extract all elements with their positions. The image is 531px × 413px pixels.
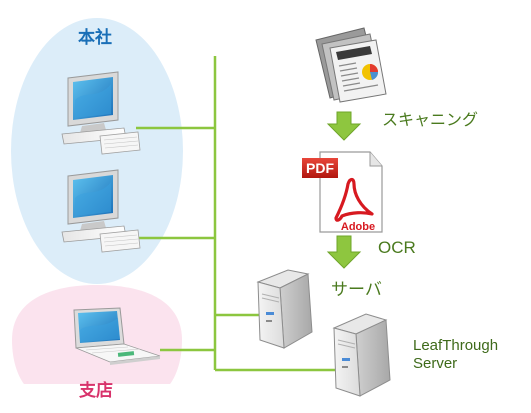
network-lines — [136, 56, 335, 372]
arrow-down-icon — [326, 235, 362, 269]
server-label: サーバ — [331, 280, 382, 300]
pdf-document-icon: PDF Adobe — [302, 151, 383, 233]
branch-label: 支店 — [79, 381, 113, 401]
laptop-icon — [73, 307, 161, 365]
head-office-zone — [11, 18, 183, 284]
newspaper-icon — [315, 27, 387, 103]
leafthrough-server-icon — [332, 313, 391, 397]
pdf-label: PDF — [306, 160, 334, 176]
scanning-label: スキャニング — [382, 110, 479, 129]
desktop-pc-icon — [61, 71, 141, 155]
ocr-label: OCR — [378, 238, 416, 257]
desktop-pc-icon — [61, 169, 141, 253]
leafthrough-server-name-line2: Server — [413, 355, 458, 372]
server-icon — [256, 269, 313, 349]
arrow-down-icon — [326, 111, 362, 141]
adobe-label: Adobe — [341, 221, 375, 233]
leafthrough-server-name-line1: LeafThrough — [413, 337, 499, 354]
head-office-label: 本社 — [78, 28, 112, 48]
